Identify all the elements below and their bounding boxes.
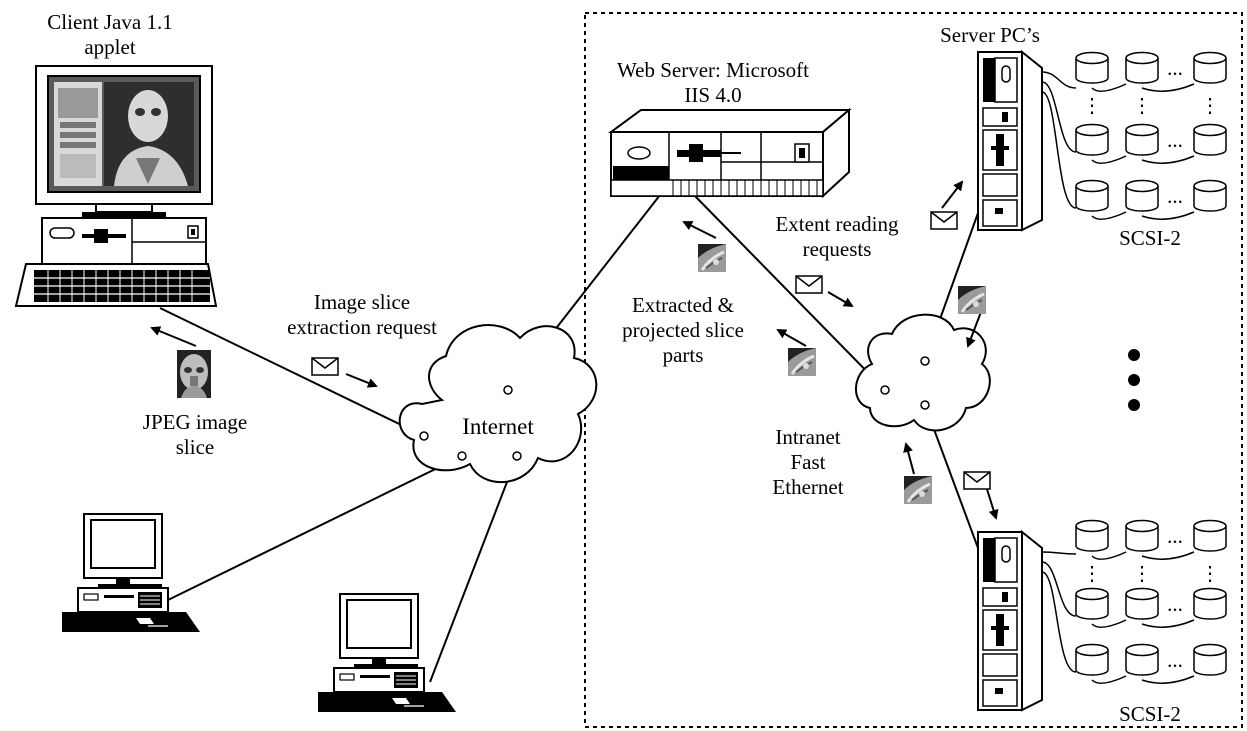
jpeg-slice-image — [177, 350, 211, 398]
jpeg-label-line2: slice — [175, 435, 215, 459]
arrows — [150, 180, 999, 520]
svg-text:⋮: ⋮ — [1082, 563, 1102, 585]
extracted-label-line3: parts — [662, 343, 704, 367]
disk-ellipsis: ... — [1167, 524, 1183, 548]
disk-ellipsis: ... — [1167, 184, 1183, 208]
web-server-label-line1: Web Server: Microsoft — [617, 58, 809, 82]
extent-label-line2: requests — [802, 237, 872, 261]
extracted-label-line2: projected slice — [622, 318, 744, 342]
internet-label: Internet — [438, 414, 558, 439]
client-applet-label: Client Java 1.1 applet — [20, 10, 200, 60]
server-pc-bottom — [977, 531, 1043, 711]
jpeg-slice-label: JPEG image slice — [110, 410, 280, 460]
web-server — [607, 107, 852, 199]
web-server-label: Web Server: Microsoft IIS 4.0 — [588, 58, 838, 108]
intranet-cloud — [855, 313, 991, 432]
internet-ports — [419, 385, 522, 461]
slice-part-image — [786, 346, 818, 378]
disk-array-top: ⋮ ⋮ ⋮ — [1041, 51, 1227, 220]
extracted-parts-label: Extracted & projected slice parts — [598, 293, 768, 368]
disk-ellipsis: ... — [1167, 56, 1183, 80]
scsi-top-text: SCSI-2 — [1119, 226, 1181, 250]
intranet-label-line3: Ethernet — [772, 475, 844, 499]
intranet-label-line1: Intranet — [775, 425, 841, 449]
envelope-icon — [963, 471, 991, 490]
slice-part-image — [956, 284, 988, 316]
envelope-icon — [795, 275, 823, 294]
server-pcs-text: Server PC’s — [940, 23, 1040, 47]
svg-text:⋮: ⋮ — [1200, 95, 1220, 117]
svg-text:⋮: ⋮ — [1200, 563, 1220, 585]
slice-part-image — [696, 242, 728, 274]
envelope-icon — [311, 357, 339, 376]
image-slice-label-line1: Image slice — [313, 290, 411, 314]
disk-ellipsis: ... — [1167, 128, 1183, 152]
internet-cloud — [398, 324, 598, 484]
envelope-icon — [930, 211, 958, 230]
svg-text:⋮: ⋮ — [1132, 563, 1152, 585]
svg-text:⋮: ⋮ — [1132, 95, 1152, 117]
client-workstation — [14, 65, 218, 307]
extent-requests-label: Extent reading requests — [752, 212, 922, 262]
extent-label-line1: Extent reading — [775, 212, 899, 236]
server-pc-top — [977, 51, 1043, 231]
disk-ellipsis: ... — [1167, 592, 1183, 616]
web-server-label-line2: IIS 4.0 — [684, 83, 742, 107]
client-pc-bottom-left — [61, 513, 201, 633]
intranet-ports — [880, 356, 930, 410]
jpeg-label-line1: JPEG image — [142, 410, 248, 434]
server-pcs-label: Server PC’s — [925, 23, 1055, 48]
scsi-bottom-text: SCSI-2 — [1119, 702, 1181, 726]
intranet-label: Intranet Fast Ethernet — [748, 425, 868, 500]
intranet-label-line2: Fast — [790, 450, 826, 474]
image-slice-request-label: Image slice extraction request — [282, 290, 442, 340]
client-label-line1: Client Java 1.1 — [47, 10, 173, 34]
svg-text:⋮: ⋮ — [1082, 95, 1102, 117]
internet-text: Internet — [462, 414, 534, 439]
client-label-line2: applet — [84, 35, 136, 59]
slice-part-image — [902, 474, 934, 506]
client-pc-bottom-middle — [317, 593, 457, 713]
scsi-label-bottom: SCSI-2 — [1095, 702, 1205, 727]
extracted-label-line1: Extracted & — [631, 293, 735, 317]
disk-ellipsis: ... — [1167, 648, 1183, 672]
image-slice-label-line2: extraction request — [287, 315, 437, 339]
scsi-label-top: SCSI-2 — [1095, 226, 1205, 251]
more-servers-dots — [1128, 349, 1140, 411]
disk-array-bottom: ⋮ ⋮ ⋮ — [1041, 519, 1227, 684]
